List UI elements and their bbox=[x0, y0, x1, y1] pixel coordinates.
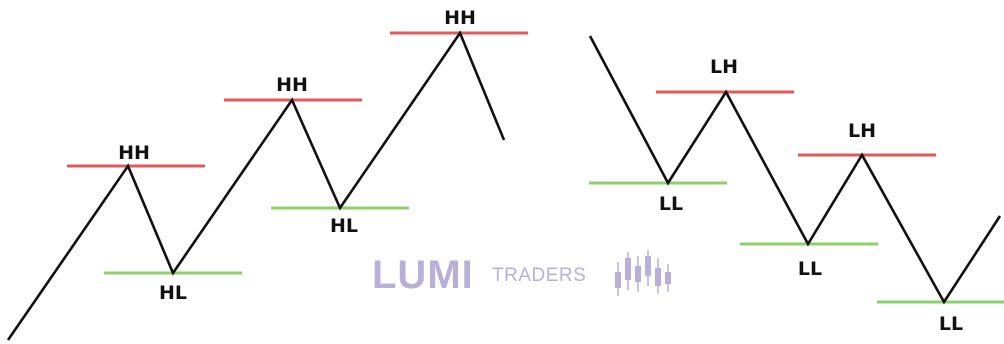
candlestick-chart-icon bbox=[615, 250, 671, 296]
watermark-brand: LUMI bbox=[372, 253, 474, 297]
label-hl-1: HL bbox=[159, 282, 187, 304]
watermark: LUMI TRADERS bbox=[372, 250, 671, 297]
downtrend: LL LH LL LH LL bbox=[588, 35, 1004, 335]
label-hh-1: HH bbox=[118, 142, 150, 164]
label-hl-2: HL bbox=[330, 215, 358, 237]
watermark-sub: TRADERS bbox=[492, 265, 586, 286]
label-hh-2: HH bbox=[276, 74, 308, 96]
uptrend-price-path bbox=[6, 30, 506, 341]
downtrend-price-path bbox=[588, 35, 1002, 305]
label-ll-1: LL bbox=[659, 193, 683, 215]
label-ll-2: LL bbox=[798, 258, 822, 280]
uptrend: HH HL HH HL HH bbox=[6, 7, 528, 341]
label-lh-1: LH bbox=[710, 56, 738, 78]
label-lh-2: LH bbox=[848, 120, 876, 142]
label-ll-3: LL bbox=[939, 313, 963, 335]
label-hh-3: HH bbox=[444, 7, 476, 29]
